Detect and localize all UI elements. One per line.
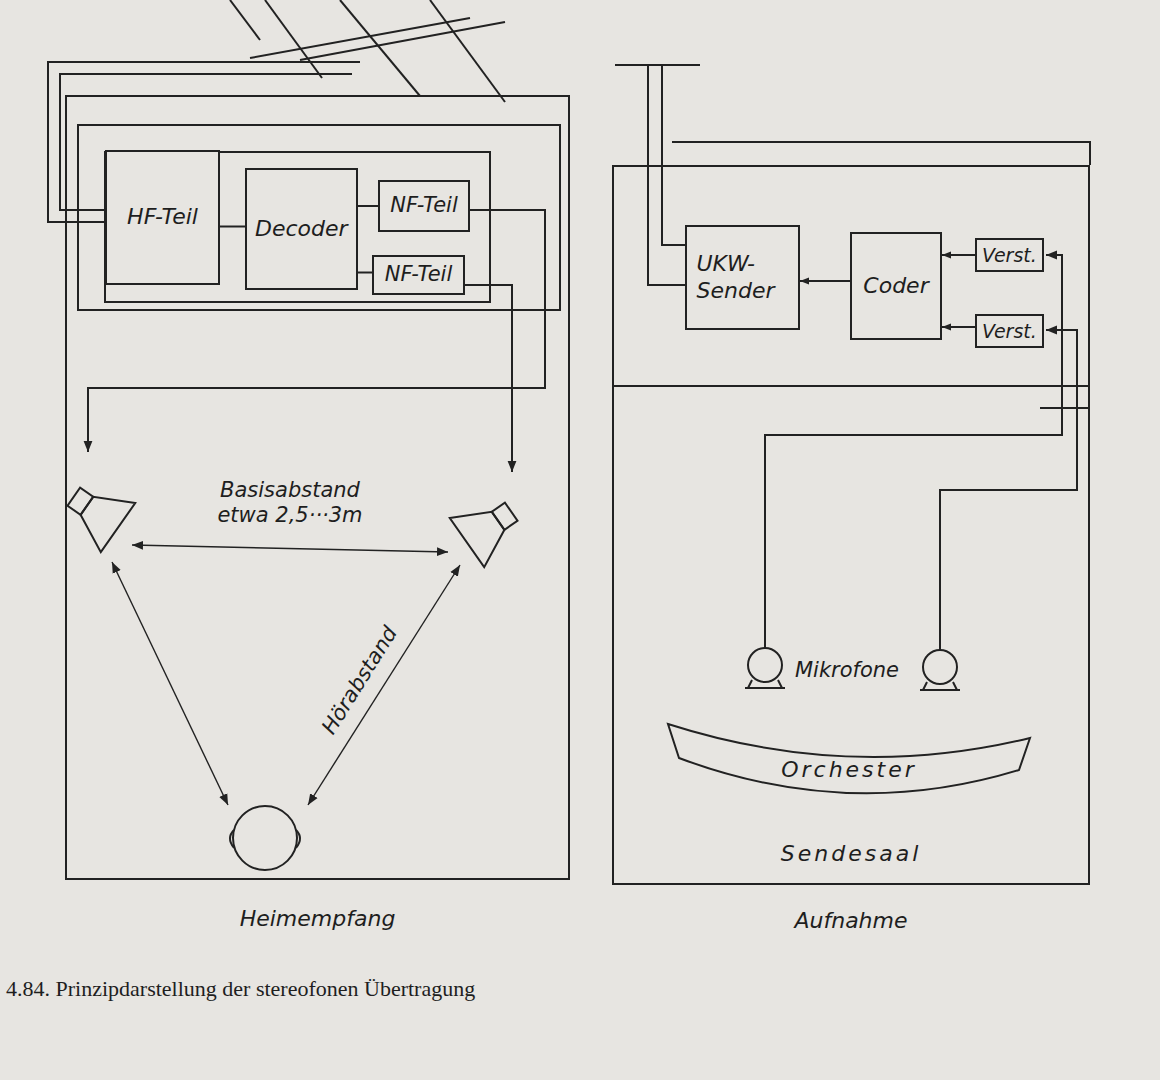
- receiver-housing: [78, 125, 560, 310]
- process-box: HF-Teil: [105, 150, 220, 285]
- component-label: Mikrofone: [792, 658, 902, 683]
- connector: [942, 326, 975, 328]
- region-heading: Aufnahme: [794, 908, 907, 934]
- orchestra-band: Orchester: [665, 718, 1033, 810]
- figure-caption: 4.84. Prinzipdarstellung der stereofonen…: [6, 976, 475, 1002]
- box-label: Verst.: [982, 320, 1037, 343]
- microphone: [745, 648, 785, 688]
- listening-distance-arrow: [308, 565, 460, 805]
- process-box: Verst.: [975, 238, 1044, 272]
- wall-line: [1040, 407, 1090, 409]
- dimension-label: Hörabstand: [315, 619, 405, 743]
- connector: [358, 205, 378, 207]
- process-box: Verst.: [975, 314, 1044, 348]
- connector: [220, 226, 245, 228]
- antenna-feed: [648, 65, 685, 285]
- building-outline: [672, 142, 1090, 165]
- loudspeaker: [450, 487, 529, 567]
- microphone: [920, 650, 960, 690]
- connector: [358, 272, 372, 274]
- antenna: [230, 0, 505, 102]
- listening-distance-arrow: [112, 562, 228, 805]
- box-label: NF-Teil: [390, 193, 458, 218]
- dimension-label: Basisabstand etwa 2,5···3m: [195, 478, 385, 528]
- loudspeaker: [57, 472, 136, 552]
- region-heading: Sendesaal: [781, 841, 921, 867]
- box-label: UKW- Sender: [697, 251, 789, 304]
- connector: [800, 280, 850, 282]
- base-distance-arrow: [132, 545, 448, 552]
- box-label: Verst.: [982, 244, 1037, 267]
- box-label: NF-Teil: [385, 262, 453, 287]
- connector: [942, 254, 975, 256]
- room-region: AufnahmeUKW- SenderCoderVerst.Verst.Send…: [612, 165, 1090, 885]
- box-label: Coder: [863, 273, 928, 299]
- box-label: HF-Teil: [127, 204, 198, 230]
- antenna-feed: [662, 65, 685, 245]
- process-box: Coder: [850, 232, 942, 340]
- process-box: NF-Teil: [378, 180, 470, 232]
- transmitter-antenna: [615, 64, 700, 66]
- region-heading: Heimempfang: [240, 906, 396, 932]
- region-heading: Orchester: [781, 757, 917, 783]
- process-box: UKW- Sender: [685, 225, 800, 330]
- room-region: Sendesaal Orchester: [612, 385, 1090, 885]
- box-label: Decoder: [255, 216, 348, 242]
- process-box: NF-Teil: [372, 255, 465, 295]
- listener-head: [230, 806, 300, 870]
- speaker-wire: [465, 285, 512, 472]
- process-box: Decoder: [245, 168, 358, 290]
- microphone-wire: [940, 330, 1077, 650]
